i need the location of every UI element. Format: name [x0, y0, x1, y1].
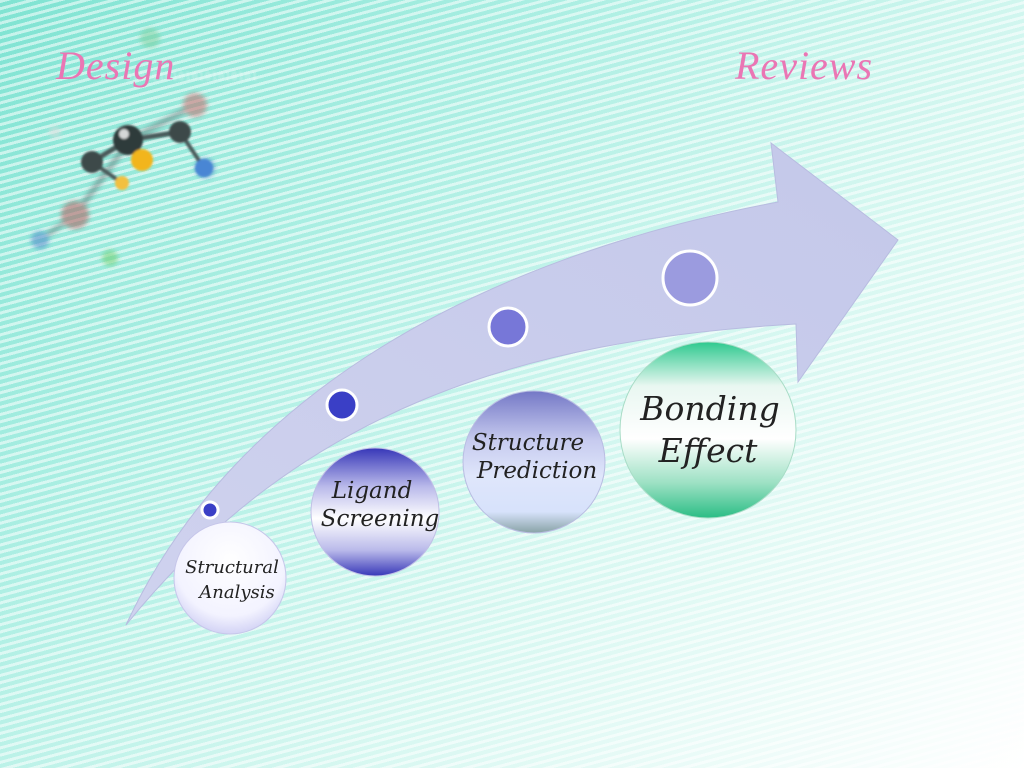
step-structural-analysis: Structural Analysis: [173, 521, 287, 635]
svg-text:01010101010101010101: 01010101010101010101: [125, 70, 257, 83]
step-label-line1: Structural: [185, 557, 279, 578]
step-label-line1: Structure: [472, 430, 584, 456]
step-dot-2: [325, 388, 359, 422]
molecule-icon: 01010101010101010101: [31, 28, 257, 266]
step-structure-prediction: Structure Prediction: [462, 390, 606, 534]
step-ligand-screening: Ligand Screening: [310, 447, 440, 577]
step-dot-1: [200, 500, 220, 520]
step-label-line1: Ligand: [331, 478, 413, 504]
step-label-line1: Bonding: [639, 389, 779, 428]
step-label-line2: Effect: [658, 431, 758, 470]
step-dot-3: [487, 306, 529, 348]
step-label-line2: Analysis: [197, 582, 274, 603]
step-label-line2: Prediction: [476, 458, 597, 484]
step-label-line2: Screening: [321, 506, 440, 532]
title-reviews: Reviews: [735, 43, 874, 88]
title-design: Design: [56, 43, 176, 88]
step-bonding-effect: Bonding Effect: [619, 341, 797, 519]
step-dot-4: [661, 249, 719, 307]
molecule-decoration: 01010101010101010101: [31, 28, 257, 266]
